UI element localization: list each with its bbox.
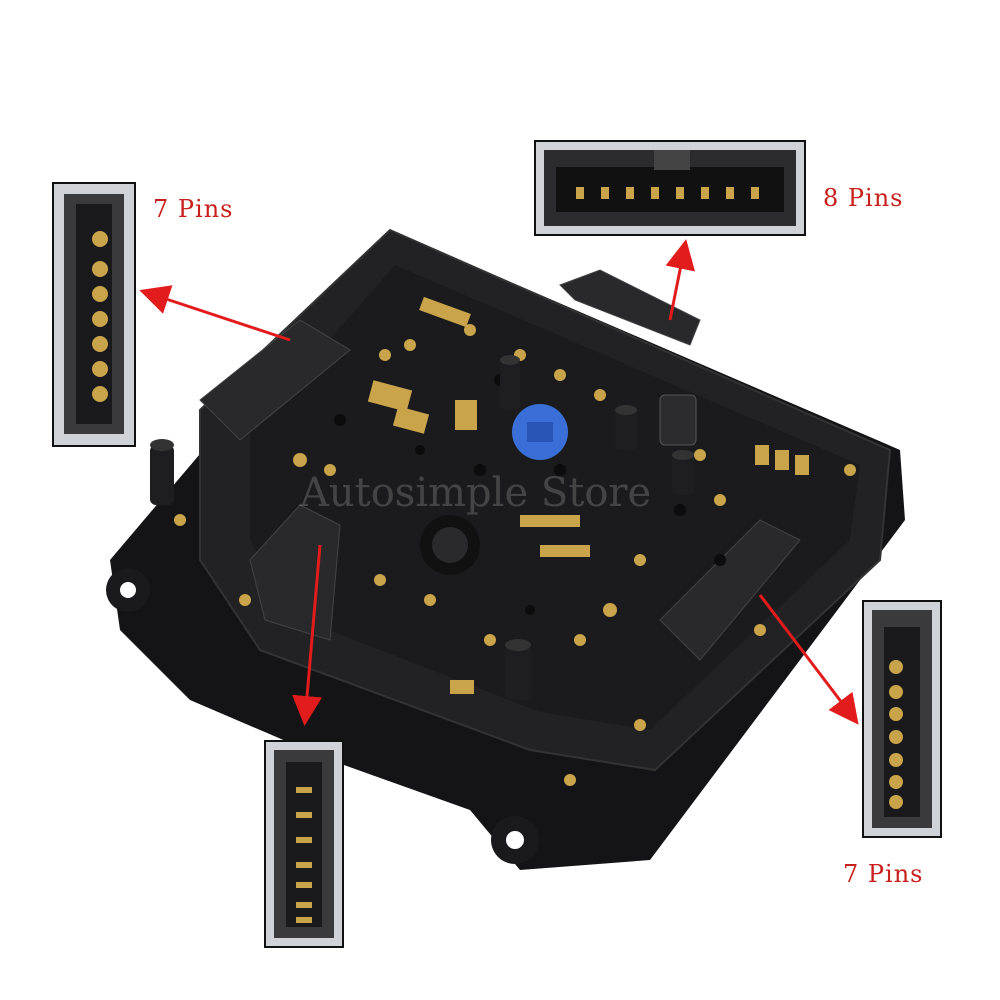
arrow-top-left [139,285,291,342]
connector-bottom [249,504,341,641]
arrow-top-right [665,239,696,321]
inset-connector-bottom [264,740,344,948]
label-top-right: 8 Pins [823,184,904,212]
arrow-bottom-right [758,594,859,725]
connector-left [199,319,351,441]
connector-right [659,519,801,661]
inset-connector-top-right [534,140,806,236]
label-top-left: 7 Pins [153,195,234,223]
arrow-bottom-left [292,544,322,726]
mounting-posts [150,355,694,700]
square-connector [659,394,697,446]
inset-connector-top-left [52,182,136,447]
watermark: Autosimple Store [300,470,652,516]
inset-connector-bottom-right [862,600,942,838]
connector-top [559,269,701,346]
callout-arrows [139,239,859,726]
solder-pads [174,296,856,786]
label-bottom-right: 7 Pins [843,860,924,888]
